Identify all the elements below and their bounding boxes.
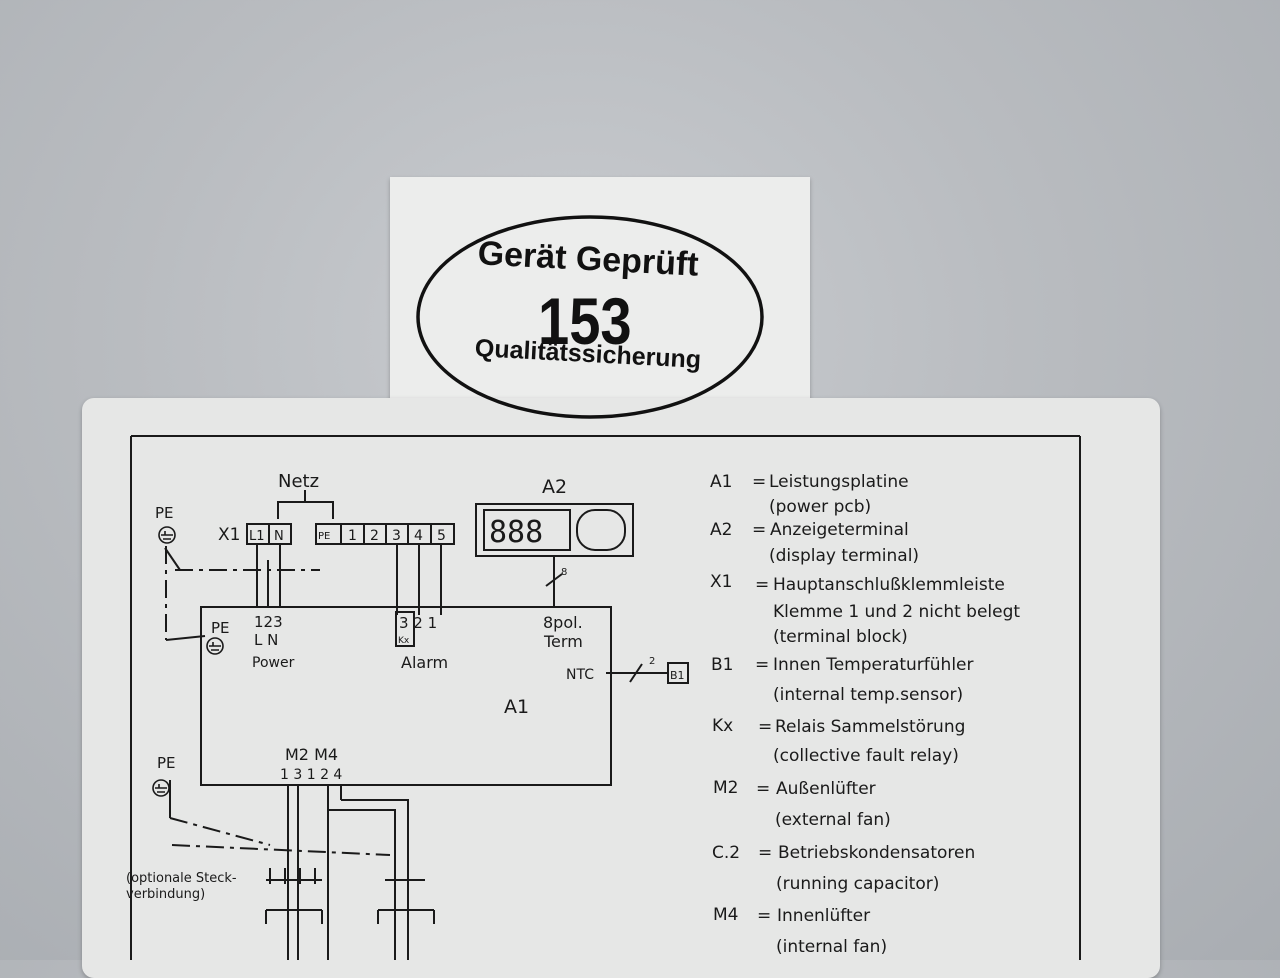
terminal-label: 2 (370, 528, 379, 544)
legend-eq: = (757, 906, 771, 926)
legend-eq: = (752, 472, 766, 492)
terminal-label: PE (318, 531, 330, 542)
legend-code: C.2 (712, 843, 740, 863)
label-pe-mid: PE (211, 619, 230, 637)
wiring-diagram (130, 435, 1081, 960)
legend-eq: = (755, 575, 769, 595)
label-pe-bottom: PE (157, 754, 176, 772)
label-kx: Kx (398, 636, 410, 646)
wiring-label-card (82, 398, 1160, 978)
label-pins-123: 123 (254, 613, 283, 631)
quality-stamp: Gerät Geprüft 153 Qualitätssicherung (416, 215, 764, 419)
terminal-label: L1 (249, 529, 265, 544)
terminal-label: 1 (348, 528, 357, 544)
label-pe-top: PE (155, 504, 174, 522)
terminal-label: 3 (392, 528, 401, 544)
legend-de: Anzeigeterminal (770, 520, 909, 540)
legend-eq: = (758, 717, 772, 737)
label-ntc-count: 2 (649, 656, 655, 667)
legend-en: (internal temp.sensor) (773, 685, 963, 705)
legend-code: A1 (710, 472, 732, 492)
label-a2: A2 (542, 476, 567, 498)
diagram-labels: Netz A2 X1 PE PE PE L1 N PE 1 2 3 4 5 88… (126, 471, 685, 902)
legend-de: Betriebskondensatoren (778, 843, 975, 863)
legend-eq: = (758, 843, 772, 863)
legend-en: (display terminal) (769, 546, 919, 566)
legend-de: Innenlüfter (777, 906, 870, 926)
netz-bracket (277, 501, 334, 519)
legend-en: (running capacitor) (776, 874, 939, 894)
label-b1-box: B1 (670, 669, 685, 682)
a1-board (200, 606, 612, 786)
label-ntc: NTC (566, 667, 594, 683)
label-8pol: 8pol. (543, 613, 583, 632)
legend: A1 = Leistungsplatine (power pcb) A2 = A… (710, 472, 1020, 957)
label-alarm-pins: 3 2 1 (399, 614, 437, 632)
legend-de: Relais Sammelstörung (775, 717, 965, 737)
legend-code: M4 (713, 905, 738, 925)
label-alarm: Alarm (401, 653, 448, 672)
legend-de: Leistungsplatine (769, 472, 909, 492)
legend-code: M2 (713, 778, 738, 798)
legend-en: (external fan) (775, 810, 891, 830)
stamp-oval (416, 215, 764, 419)
legend-de2: Klemme 1 und 2 nicht belegt (773, 602, 1020, 622)
legend-eq: = (752, 520, 766, 540)
legend-de: Innen Temperaturfühler (773, 655, 974, 675)
legend-en: (power pcb) (769, 497, 871, 517)
legend-eq: = (756, 779, 770, 799)
display-digits: 888 (489, 515, 543, 550)
legend-en: (terminal block) (773, 627, 908, 647)
legend-code: A2 (710, 520, 732, 540)
stamp-line2: Qualitätssicherung (474, 334, 702, 374)
terminal-label: 5 (437, 528, 446, 544)
label-optional-1: (optionale Steck- (126, 871, 237, 886)
label-x1: X1 (218, 525, 240, 545)
label-bus-count: 8 (561, 567, 567, 578)
label-l-n: L N (254, 631, 278, 649)
label-m2m4: M2 M4 (285, 745, 338, 764)
label-optional-2: verbindung) (126, 887, 205, 902)
terminal-label: 4 (414, 528, 423, 544)
label-power: Power (252, 655, 295, 671)
legend-code: Kx (712, 716, 733, 736)
stamp-line1: Gerät Geprüft (477, 234, 700, 284)
legend-eq: = (755, 655, 769, 675)
b1-box (667, 662, 689, 684)
label-netz: Netz (278, 471, 319, 492)
legend-de: Außenlüfter (776, 779, 876, 799)
earth-symbols (152, 526, 224, 797)
terminal-label: N (274, 529, 284, 544)
stamp-number: 153 (538, 285, 632, 358)
legend-code: X1 (710, 572, 732, 592)
fan-connectors (265, 868, 435, 924)
legend-de: Hauptanschlußklemmleiste (773, 575, 1005, 595)
legend-en: (collective fault relay) (773, 746, 959, 766)
legend-en: (internal fan) (776, 937, 887, 957)
legend-code: B1 (711, 655, 733, 675)
label-term: Term (543, 632, 583, 651)
label-m-pins: 1 3 1 2 4 (280, 767, 342, 783)
label-a1: A1 (504, 696, 529, 718)
